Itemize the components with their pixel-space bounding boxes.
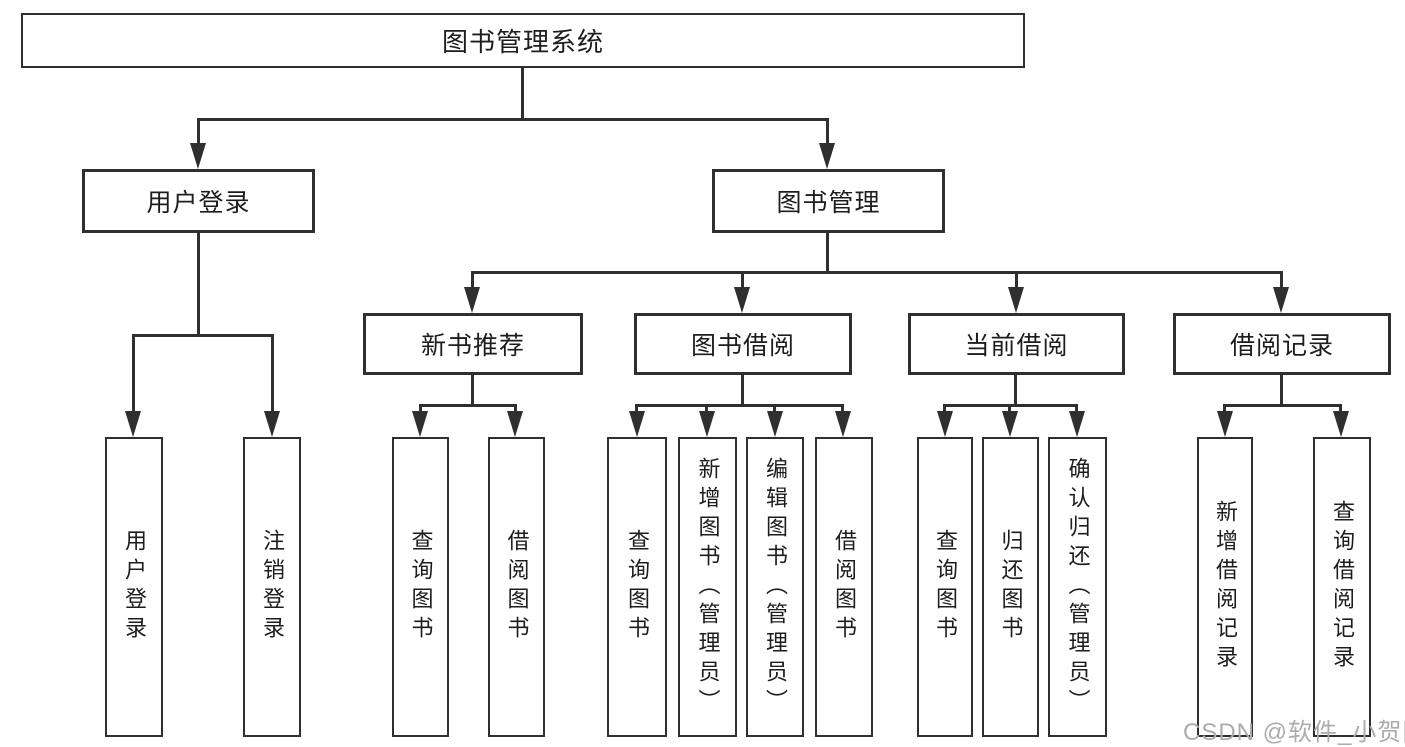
leaf-query-books-3-label: 查询图书 [933,529,958,645]
node-new-book-recommend: 新书推荐 [363,313,583,375]
connector-line [471,375,474,406]
leaf-return-books: 归还图书 [982,437,1039,737]
leaf-logout: 注销登录 [243,437,301,737]
leaf-confirm-return-admin-label: 确认归还（管理员） [1065,456,1091,718]
leaf-logout-label: 注销登录 [260,529,285,645]
arrow-down-icon [1008,287,1024,313]
node-book-management: 图书管理 [712,169,945,233]
leaf-borrow-books-2: 借阅图书 [815,437,873,737]
leaf-query-books-1: 查询图书 [392,437,449,737]
connector-line [1223,404,1342,407]
leaf-edit-books-admin: 编辑图书（管理员） [746,437,804,737]
leaf-query-books-2-label: 查询图书 [625,529,650,645]
connector-line [132,334,274,337]
node-current-borrowing-label: 当前借阅 [964,332,1069,360]
arrow-down-icon [819,143,835,169]
arrow-down-icon [1069,411,1085,437]
connector-line [1280,271,1283,293]
arrow-down-icon [412,411,428,437]
leaf-borrow-books-2-label: 借阅图书 [832,529,857,645]
leaf-query-books-1-label: 查询图书 [408,529,434,645]
arrow-down-icon [507,411,523,437]
arrow-down-icon [937,411,953,437]
connector-line [826,233,829,274]
leaf-edit-books-admin-label: 编辑图书（管理员） [763,456,788,718]
node-borrow-records: 借阅记录 [1173,313,1391,375]
node-current-borrowing: 当前借阅 [908,313,1125,375]
leaf-add-borrow-record-label: 新增借阅记录 [1213,500,1238,674]
connector-line [741,375,744,406]
node-borrow-records-label: 借阅记录 [1229,332,1334,360]
node-user-login: 用户登录 [82,169,315,233]
connector-line [521,68,524,119]
leaf-return-books-label: 归还图书 [998,529,1024,645]
arrow-down-icon [767,411,783,437]
arrow-down-icon [464,287,480,313]
leaf-query-borrow-record: 查询借阅记录 [1313,437,1371,737]
node-root-label: 图书管理系统 [441,27,604,57]
arrow-down-icon [125,411,141,437]
leaf-user-login-label: 用户登录 [122,529,147,645]
leaf-query-books-3: 查询图书 [917,437,973,737]
connector-line [1280,375,1283,406]
arrow-down-icon [1002,411,1018,437]
leaf-confirm-return-admin: 确认归还（管理员） [1048,437,1107,737]
arrow-down-icon [734,287,750,313]
connector-line [197,233,200,336]
leaf-add-borrow-record: 新增借阅记录 [1197,437,1253,737]
node-new-book-recommend-label: 新书推荐 [420,332,525,360]
node-book-borrowing: 图书借阅 [634,313,852,375]
leaf-user-login: 用户登录 [105,437,163,737]
node-book-management-label: 图书管理 [776,189,881,217]
leaf-borrow-books-1-label: 借阅图书 [504,529,530,645]
connector-line [741,271,744,293]
leaf-query-books-2: 查询图书 [607,437,667,737]
connector-line [132,334,135,414]
connector-line [1015,271,1018,293]
node-root: 图书管理系统 [21,13,1025,68]
node-book-borrowing-label: 图书借阅 [690,332,795,360]
leaf-add-books-admin: 新增图书（管理员） [678,437,737,737]
leaf-query-borrow-record-label: 查询借阅记录 [1330,500,1355,674]
leaf-borrow-books-1: 借阅图书 [488,437,545,737]
arrow-down-icon [699,411,715,437]
arrow-down-icon [835,411,851,437]
connector-line [197,118,200,148]
connector-line [271,334,274,414]
connector-line [197,118,829,121]
arrow-down-icon [190,143,206,169]
arrow-down-icon [1273,287,1289,313]
arrow-down-icon [1333,411,1349,437]
connector-line [1014,375,1017,406]
connector-line [826,118,829,148]
connector-line [419,404,517,407]
connector-line [471,271,474,293]
connector-line [635,404,843,407]
csdn-watermark: CSDN @软件_小贺同学 [1183,719,1405,746]
node-user-login-label: 用户登录 [146,189,251,217]
arrow-down-icon [264,411,280,437]
arrow-down-icon [629,411,645,437]
arrow-down-icon [1217,411,1233,437]
connector-line [471,271,1283,274]
leaf-add-books-admin-label: 新增图书（管理员） [695,456,721,718]
